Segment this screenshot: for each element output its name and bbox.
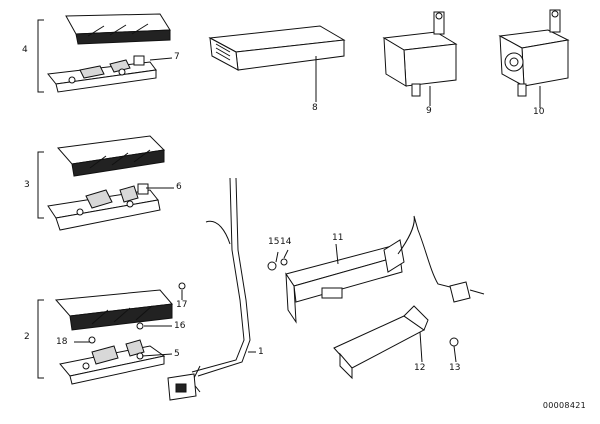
sensor-plug <box>449 281 485 303</box>
interior-lamp-3-base <box>47 183 161 231</box>
interior-lamp-2-housing <box>54 289 173 331</box>
screw-18 <box>88 336 96 344</box>
callout-5: 5 <box>174 349 180 359</box>
bracket-group-3 <box>37 151 44 219</box>
screw-17 <box>178 282 186 290</box>
callout-11: 11 <box>332 233 344 243</box>
interior-lamp-4-housing <box>65 13 171 45</box>
callout-1: 1 <box>258 347 264 357</box>
bracket-11 <box>285 215 455 324</box>
screw-16 <box>136 322 144 330</box>
interior-lamp-2-base <box>59 339 166 385</box>
relay-10 <box>498 9 570 97</box>
interior-lamp-4-base <box>47 55 157 93</box>
bracket-group-4 <box>37 19 44 93</box>
nut-15 <box>267 261 277 271</box>
callout-14: 14 <box>280 237 292 247</box>
callout-10: 10 <box>533 107 545 117</box>
wiring-harness-1 <box>167 177 251 401</box>
bracket-group-2 <box>37 299 44 379</box>
callout-2: 2 <box>24 332 30 342</box>
callout-18: 18 <box>56 337 68 347</box>
callout-15: 15 <box>268 237 280 247</box>
control-unit-8 <box>208 25 346 71</box>
document-number: 00008421 <box>542 401 586 410</box>
screw-13 <box>449 337 459 347</box>
relay-9 <box>382 11 458 97</box>
callout-17: 17 <box>176 300 188 310</box>
callout-7: 7 <box>174 52 180 62</box>
callout-13: 13 <box>449 363 461 373</box>
callout-6: 6 <box>176 182 182 192</box>
callout-8: 8 <box>312 103 318 113</box>
callout-12: 12 <box>414 363 426 373</box>
callout-9: 9 <box>426 106 432 116</box>
callout-3: 3 <box>24 180 30 190</box>
callout-16: 16 <box>174 321 186 331</box>
callout-4: 4 <box>22 45 28 55</box>
washer-14 <box>280 258 288 266</box>
holder-12 <box>333 305 429 380</box>
leader-lines <box>74 56 541 363</box>
interior-lamp-3-housing <box>57 135 166 177</box>
